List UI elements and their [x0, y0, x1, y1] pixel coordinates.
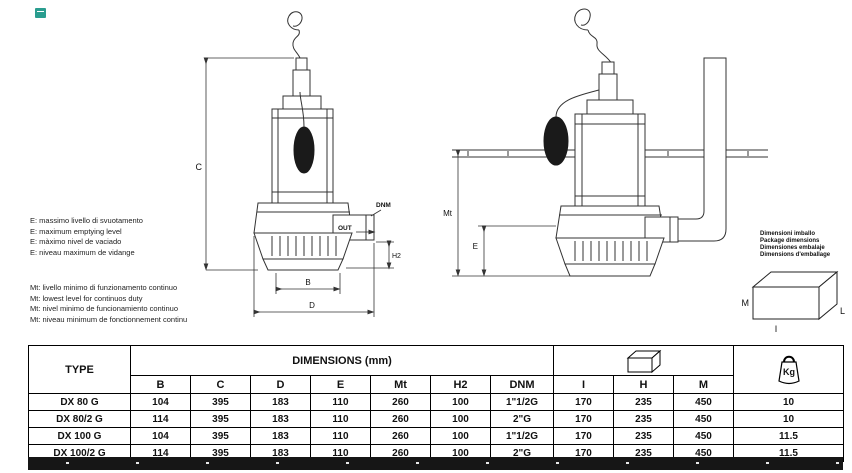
- dim-label-out: OUT: [338, 225, 352, 232]
- table-row: DX 100 G 104 395 183 110 260 100 1"1/2G …: [28, 427, 845, 445]
- cell-m: 450: [672, 393, 735, 411]
- col-header-e: E: [310, 375, 371, 394]
- type-header: TYPE: [28, 345, 131, 394]
- cell-b: 114: [130, 410, 191, 428]
- cell-dnm: 1"1/2G: [490, 393, 554, 411]
- weight-column-header: Kg: [733, 345, 845, 394]
- cell-dnm: 2"G: [490, 410, 554, 428]
- cropped-next-row-bar: [28, 457, 843, 470]
- cell-mt: 260: [370, 427, 431, 445]
- pkg-title-line: Package dimensions: [760, 238, 820, 244]
- cell-h: 235: [613, 410, 674, 428]
- logo-mark: [35, 8, 46, 18]
- cell-m: 450: [672, 410, 735, 428]
- right-pump-drawing: [543, 8, 727, 277]
- cell-h: 235: [613, 427, 674, 445]
- cell-kg: 11.5: [733, 427, 845, 445]
- col-header-h2: H2: [430, 375, 491, 394]
- cell-i: 170: [553, 393, 614, 411]
- kg-icon-label: Kg: [783, 367, 795, 377]
- emptying-level-notes: E: massimo livello di svuotamento E: max…: [30, 216, 143, 258]
- note-line: E: niveau maximum de vidange: [30, 247, 135, 257]
- package-dimensions-title: Dimensioni imballo Package dimensions Di…: [760, 231, 830, 259]
- cell-kg: 10: [733, 410, 845, 428]
- cell-mt: 260: [370, 393, 431, 411]
- col-header-m: M: [672, 375, 735, 394]
- package-label-i: I: [775, 324, 778, 334]
- pump-type: DX 80 G: [28, 393, 131, 411]
- col-header-i: I: [553, 375, 614, 394]
- note-line: Mt: lowest level for continuos duty: [30, 293, 143, 303]
- cell-d: 183: [250, 427, 311, 445]
- package-columns-header: [552, 345, 735, 376]
- note-line: Mt: livello minimo di funzionamento cont…: [30, 283, 178, 292]
- pkg-title-line: Dimensions d'emballage: [760, 252, 831, 258]
- dim-label-c: C: [196, 162, 203, 172]
- pump-type: DX 100 G: [28, 427, 131, 445]
- dimensions-table: TYPE DIMENSIONS (mm) Kg B C D E: [28, 345, 845, 462]
- pkg-title-line: Dimensiones embalaje: [760, 245, 825, 251]
- cell-i: 170: [553, 427, 614, 445]
- cell-d: 183: [250, 410, 311, 428]
- left-pump-drawing: [253, 11, 375, 271]
- dim-label-dnm: DNM: [376, 202, 391, 209]
- cell-b: 104: [130, 427, 191, 445]
- cell-kg: 10: [733, 393, 845, 411]
- package-box-drawing: [751, 270, 839, 321]
- cell-e: 110: [310, 393, 371, 411]
- cell-d: 183: [250, 393, 311, 411]
- note-line: E: maximum emptying level: [30, 226, 122, 236]
- cell-c: 395: [190, 393, 251, 411]
- col-header-dnm: DNM: [490, 375, 554, 394]
- col-header-c: C: [190, 375, 251, 394]
- dim-label-e: E: [473, 242, 478, 251]
- cell-i: 170: [553, 410, 614, 428]
- pump-dimension-drawings: C B D DNM OUT H2: [196, 8, 845, 334]
- dim-label-b: B: [305, 278, 310, 287]
- dimensions-header: DIMENSIONS (mm): [130, 345, 554, 376]
- col-header-mt: Mt: [370, 375, 431, 394]
- package-box-icon: [626, 349, 661, 373]
- col-header-h: H: [613, 375, 674, 394]
- minimum-level-notes: Mt: livello minimo di funzionamento cont…: [30, 283, 187, 325]
- col-header-d: D: [250, 375, 311, 394]
- table-row: DX 80 G 104 395 183 110 260 100 1"1/2G 1…: [28, 393, 845, 411]
- left-pump-dimensions: [203, 57, 394, 317]
- note-line: Mt: niveau minimum de fonctionnement con…: [30, 314, 188, 324]
- cell-h2: 100: [430, 410, 491, 428]
- cell-c: 395: [190, 427, 251, 445]
- cell-b: 104: [130, 393, 191, 411]
- right-pump-dimensions: [452, 149, 570, 277]
- cell-c: 395: [190, 410, 251, 428]
- cell-e: 110: [310, 427, 371, 445]
- dim-label-d: D: [309, 301, 315, 310]
- package-label-l: L: [840, 306, 845, 316]
- pump-type: DX 80/2 G: [28, 410, 131, 428]
- dim-label-mt: Mt: [443, 209, 453, 218]
- cell-dnm: 1"1/2G: [490, 427, 554, 445]
- dim-label-h2: H2: [392, 253, 401, 260]
- cell-h2: 100: [430, 427, 491, 445]
- note-line: Mt: nivel minimo de funcionamiento conti…: [30, 304, 178, 313]
- cell-mt: 260: [370, 410, 431, 428]
- package-label-m: M: [742, 298, 750, 308]
- note-line: E: màximo nivel de vaciado: [30, 237, 122, 246]
- table-row: DX 80/2 G 114 395 183 110 260 100 2"G 17…: [28, 410, 845, 428]
- cell-h2: 100: [430, 393, 491, 411]
- note-line: E: massimo livello di svuotamento: [30, 216, 143, 225]
- cell-m: 450: [672, 427, 735, 445]
- cell-h: 235: [613, 393, 674, 411]
- cell-e: 110: [310, 410, 371, 428]
- col-header-b: B: [130, 375, 191, 394]
- pkg-title-line: Dimensioni imballo: [760, 231, 816, 237]
- weight-icon: Kg: [777, 355, 800, 384]
